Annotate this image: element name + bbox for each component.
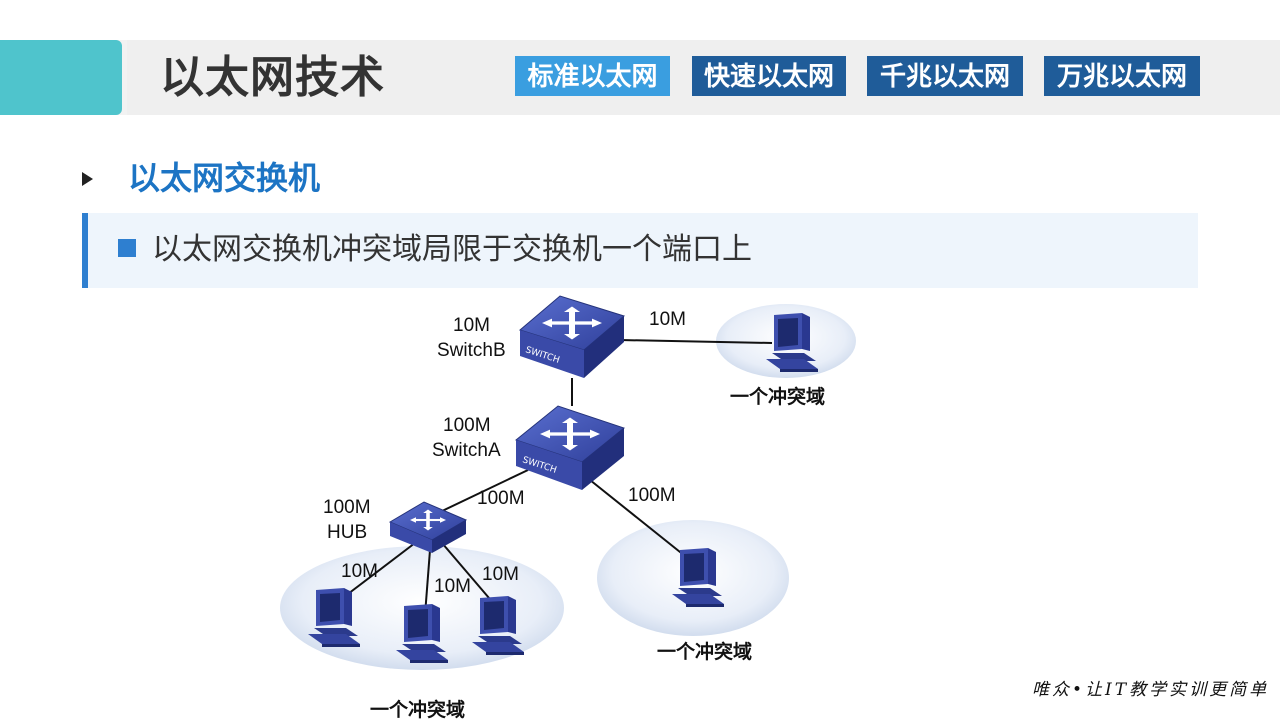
link-hub-pc1 — [339, 542, 416, 601]
page-title: 以太网技术 — [160, 52, 385, 103]
link-hub-pc2 — [424, 549, 431, 616]
link-switcha-pc — [589, 479, 691, 561]
hub-icon — [388, 501, 468, 553]
switch-b-icon: SWITCH — [518, 295, 626, 378]
collision-domain-label: 一个冲突域 — [370, 698, 465, 720]
link-switcha-hub — [439, 469, 529, 513]
link-label-hub-pc2: 10M — [434, 576, 471, 597]
switch-b-speed: 10M — [453, 315, 490, 336]
header-accent-block — [0, 40, 122, 115]
switch-a-icon: SWITCH — [514, 405, 626, 490]
square-bullet-icon — [118, 239, 136, 257]
link-label-switcha-hub: 100M — [477, 488, 525, 509]
collision-domain-label: 一个冲突域 — [657, 640, 752, 663]
switch-a-name: SwitchA — [432, 440, 501, 461]
bullet-arrow-icon — [82, 172, 93, 186]
collision-domain-label: 一个冲突域 — [730, 385, 825, 408]
point-text: 以太网交换机冲突域局限于交换机一个端口上 — [152, 232, 752, 267]
link-hub-pc3 — [441, 542, 496, 606]
point-box — [82, 213, 1198, 288]
hub-speed: 100M — [323, 497, 371, 518]
tab-standard-ethernet[interactable]: 标准以太网 — [515, 56, 670, 96]
link-label-hub-pc1: 10M — [341, 561, 378, 582]
link-label-hub-pc3: 10M — [482, 564, 519, 585]
link-label-switcha-pc: 100M — [628, 485, 676, 506]
tab-fast-ethernet[interactable]: 快速以太网 — [692, 56, 846, 96]
tab-10-gigabit-ethernet[interactable]: 万兆以太网 — [1044, 56, 1200, 96]
tab-gigabit-ethernet[interactable]: 千兆以太网 — [867, 56, 1023, 96]
link-switchb-pc — [619, 339, 773, 344]
footer-slogan: 唯众•让IT教学实训更简单 — [1032, 680, 1270, 700]
link-label-switchb-pc: 10M — [649, 309, 686, 330]
switch-b-name: SwitchB — [437, 340, 506, 361]
section-title: 以太网交换机 — [128, 159, 321, 197]
hub-name: HUB — [327, 522, 367, 543]
switch-a-speed: 100M — [443, 415, 491, 436]
